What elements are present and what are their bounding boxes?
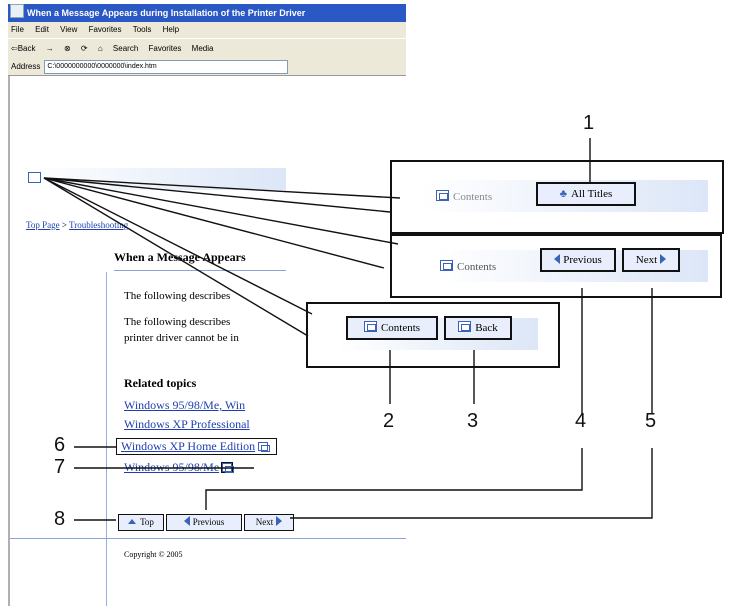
callout-8: 8 [54,508,66,530]
menu-favorites[interactable]: Favorites [88,25,122,34]
body-frame [106,272,406,606]
leader-4b [205,448,583,510]
paragraph-2a: The following describes [124,316,231,328]
back-icon [458,321,472,332]
related-link-2[interactable]: Windows XP Professional [124,417,250,431]
window-title: When a Message Appears during Installati… [27,8,306,18]
previous-button[interactable]: Previous [540,248,616,272]
contents-icon [440,260,453,271]
contents-button[interactable]: Contents [346,316,438,340]
next-button[interactable]: Next [622,248,680,272]
related-link-3-label: Windows XP Home Edition [121,439,256,453]
ie-page-icon [10,4,24,18]
breadcrumb-troubleshooting[interactable]: Troubleshooting [69,220,129,230]
paragraph-2b: printer driver cannot be in [124,332,239,344]
fan-line-3 [43,177,399,245]
page-heading: When a Message Appears [114,250,246,264]
new-window-icon [258,442,271,452]
title-bar: When a Message Appears during Installati… [8,4,406,22]
menu-edit[interactable]: Edit [35,25,49,34]
right-arrow-icon [276,516,283,526]
breadcrumb: Top Page > Troubleshooting [26,220,128,230]
callout-3: 3 [467,410,479,432]
next-button-bottom[interactable]: Next [244,514,294,531]
home-icon[interactable]: ⌂ [97,44,103,53]
top-button[interactable]: Top [118,514,164,531]
media-button[interactable]: Media [191,44,214,53]
panel-all-titles: Contents ♣All Titles [390,160,724,234]
leader-5b [290,448,653,519]
menu-tools[interactable]: Tools [132,25,152,34]
related-link-4-label: Windows 95/98/Me [124,460,220,474]
panel-2-contents[interactable]: Contents [440,260,496,273]
previous-button-bottom[interactable]: Previous [166,514,242,531]
panel-contents-back: Contents Back [306,302,560,368]
sitemap-icon: ♣ [559,188,567,200]
address-label: Address [11,62,41,71]
menu-bar: File Edit View Favorites Tools Help [8,22,406,38]
menu-help[interactable]: Help [162,25,180,34]
right-arrow-icon [660,254,667,264]
fan-line-5 [43,177,313,315]
callout-5: 5 [645,410,657,432]
heading-rule [114,270,286,271]
top-nav-strip [24,168,286,190]
search-button[interactable]: Search [112,44,139,53]
fan-line-6 [43,177,309,337]
callout-6: 6 [54,434,66,456]
fan-line-2 [43,177,391,213]
left-arrow-icon [183,516,190,526]
related-link-3[interactable]: Windows XP Home Edition [116,438,278,455]
related-link-1[interactable]: Windows 95/98/Me, Win [124,398,246,412]
callout-4: 4 [575,410,587,432]
favorites-button[interactable]: Favorites [148,44,182,53]
paragraph-1: The following describes [124,290,231,302]
menu-file[interactable]: File [11,25,24,34]
stop-icon[interactable]: ⊗ [63,44,71,53]
back-button-panel[interactable]: Back [444,316,512,340]
top-nav-icon[interactable] [28,172,41,183]
breadcrumb-separator: > [61,220,67,230]
fan-line-4 [43,177,385,269]
panel-previous-next: Contents Previous Next [390,234,722,298]
contents-icon [436,190,449,201]
back-button[interactable]: ⇦Back [11,44,36,53]
page-content: Top Page > Troubleshooting When a Messag… [8,76,406,606]
up-arrow-icon [128,519,137,524]
related-heading: Related topics [124,376,197,390]
all-titles-button[interactable]: ♣All Titles [536,182,636,206]
address-input[interactable]: C:\0000000000\0000000\index.htm [44,59,289,74]
contents-icon [363,321,377,332]
callout-7: 7 [54,456,66,478]
panel-1-contents[interactable]: Contents [436,190,492,203]
breadcrumb-top-page[interactable]: Top Page [26,220,60,230]
refresh-icon[interactable]: ⟳ [80,44,88,53]
callout-2: 2 [383,410,395,432]
fan-line-1 [43,177,401,199]
menu-view[interactable]: View [60,25,78,34]
footer-rule [10,538,406,539]
copyright: Copyright © 2005 [124,550,183,559]
left-arrow-icon [554,254,561,264]
forward-button[interactable]: → [45,44,54,53]
callout-1: 1 [583,112,595,134]
